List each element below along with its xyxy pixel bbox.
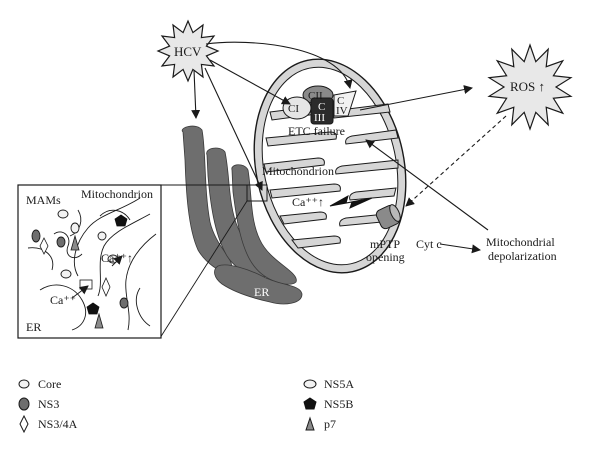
ns5b-protein	[114, 214, 128, 227]
ns5a-protein	[97, 231, 107, 241]
arrow-ros-to-mptp	[405, 115, 507, 207]
inset-mitochondrion-label: Mitochondrion	[81, 187, 153, 201]
legend-p7-label: p7	[324, 417, 336, 431]
zoom-indicator	[159, 184, 268, 339]
mptp-channel	[375, 204, 401, 230]
lightning-icon	[329, 194, 373, 209]
ns34a-protein	[39, 237, 49, 255]
complex-iii	[310, 97, 334, 125]
legend-ns5b-icon	[303, 397, 317, 410]
complex-iii-label-top: C	[318, 101, 325, 113]
p7-protein	[70, 234, 80, 251]
legend-ns3-label: NS3	[38, 397, 59, 411]
inset-er-label: ER	[26, 320, 41, 334]
legend-ns3-icon	[18, 397, 30, 411]
er-cisternae	[181, 125, 303, 305]
complex-iii-label-bottom: III	[314, 112, 325, 124]
arrow-hcv-to-etc	[205, 41, 353, 89]
er-label: ER	[254, 285, 269, 299]
arrow-hcv-to-mito	[209, 59, 291, 105]
legend-ns5a-icon	[303, 379, 317, 389]
complex-i-label: CI	[288, 103, 299, 115]
ns3-protein	[119, 297, 129, 309]
p7-protein	[94, 312, 104, 329]
ros-label: ROS ↑	[510, 79, 545, 94]
ns5a-protein	[60, 269, 72, 279]
mptp-label-2: opening	[366, 250, 405, 264]
legend: Core NS3 NS3/4A NS5A NS5B p7	[18, 377, 354, 434]
mptp-label-1: mPTP	[370, 237, 400, 251]
hcv-label: HCV	[174, 44, 202, 59]
mitochondrion: CII CI C III C IV ETC failure Mitochondr…	[253, 58, 407, 274]
inset-panel	[17, 184, 162, 339]
er-band-3	[231, 164, 297, 285]
ns5b-protein	[86, 302, 100, 315]
arrow-depolarization-to-etc	[365, 139, 489, 231]
legend-ns34a-icon	[19, 414, 29, 434]
crista	[345, 129, 399, 145]
legend-ns5b-label: NS5B	[324, 397, 353, 411]
crista	[349, 187, 397, 201]
cytc-label: Cyt c	[416, 237, 442, 251]
legend-ns34a-label: NS3/4A	[38, 417, 78, 431]
core-protein	[70, 222, 80, 234]
hcv-virus-icon	[156, 19, 220, 83]
arrow-hcv-to-mito-inset	[204, 67, 263, 191]
ros-burst-icon	[487, 43, 573, 131]
arrow-hcv-to-er	[191, 69, 201, 119]
inset-ca-increase-label: Ca⁺⁺↑	[101, 251, 133, 265]
arrows	[191, 41, 507, 254]
etc-failure-label: ETC failure	[288, 124, 345, 138]
core-protein	[57, 209, 69, 219]
legend-p7-icon	[305, 416, 315, 431]
mito-depolarization-label-1: Mitochondrial	[486, 235, 555, 249]
mitochondrion-label: Mitochondrion	[262, 164, 334, 178]
crista	[263, 157, 325, 173]
crista	[339, 213, 387, 227]
complex-ii-label: CII	[308, 90, 323, 102]
mito-depolarization-label-2: depolarization	[488, 249, 557, 263]
complex-iv-label-top: C	[337, 95, 344, 107]
crista	[279, 211, 327, 225]
crista	[291, 235, 341, 249]
arrow-cytc-to-depolarization	[439, 243, 481, 254]
complex-iv-label-bottom: IV	[336, 105, 348, 117]
inset-ca-label: Ca⁺⁺	[50, 293, 76, 307]
er-band-4	[214, 264, 303, 305]
legend-core-icon	[18, 379, 30, 389]
legend-core-label: Core	[38, 377, 61, 391]
zoom-source-box	[246, 184, 268, 202]
arrow-etc-to-ros	[359, 85, 473, 111]
ca-increase-label: Ca⁺⁺↑	[292, 195, 324, 209]
crista	[269, 183, 341, 199]
ns34a-protein	[101, 277, 111, 297]
ns3-protein	[56, 236, 66, 248]
inset-border	[17, 184, 162, 339]
inset-mams-label: MAMs	[26, 193, 61, 207]
legend-ns5a-label: NS5A	[324, 377, 354, 391]
crista	[335, 159, 399, 175]
complex-iv	[333, 90, 357, 117]
crista	[265, 131, 337, 147]
ns3-protein	[31, 229, 41, 243]
